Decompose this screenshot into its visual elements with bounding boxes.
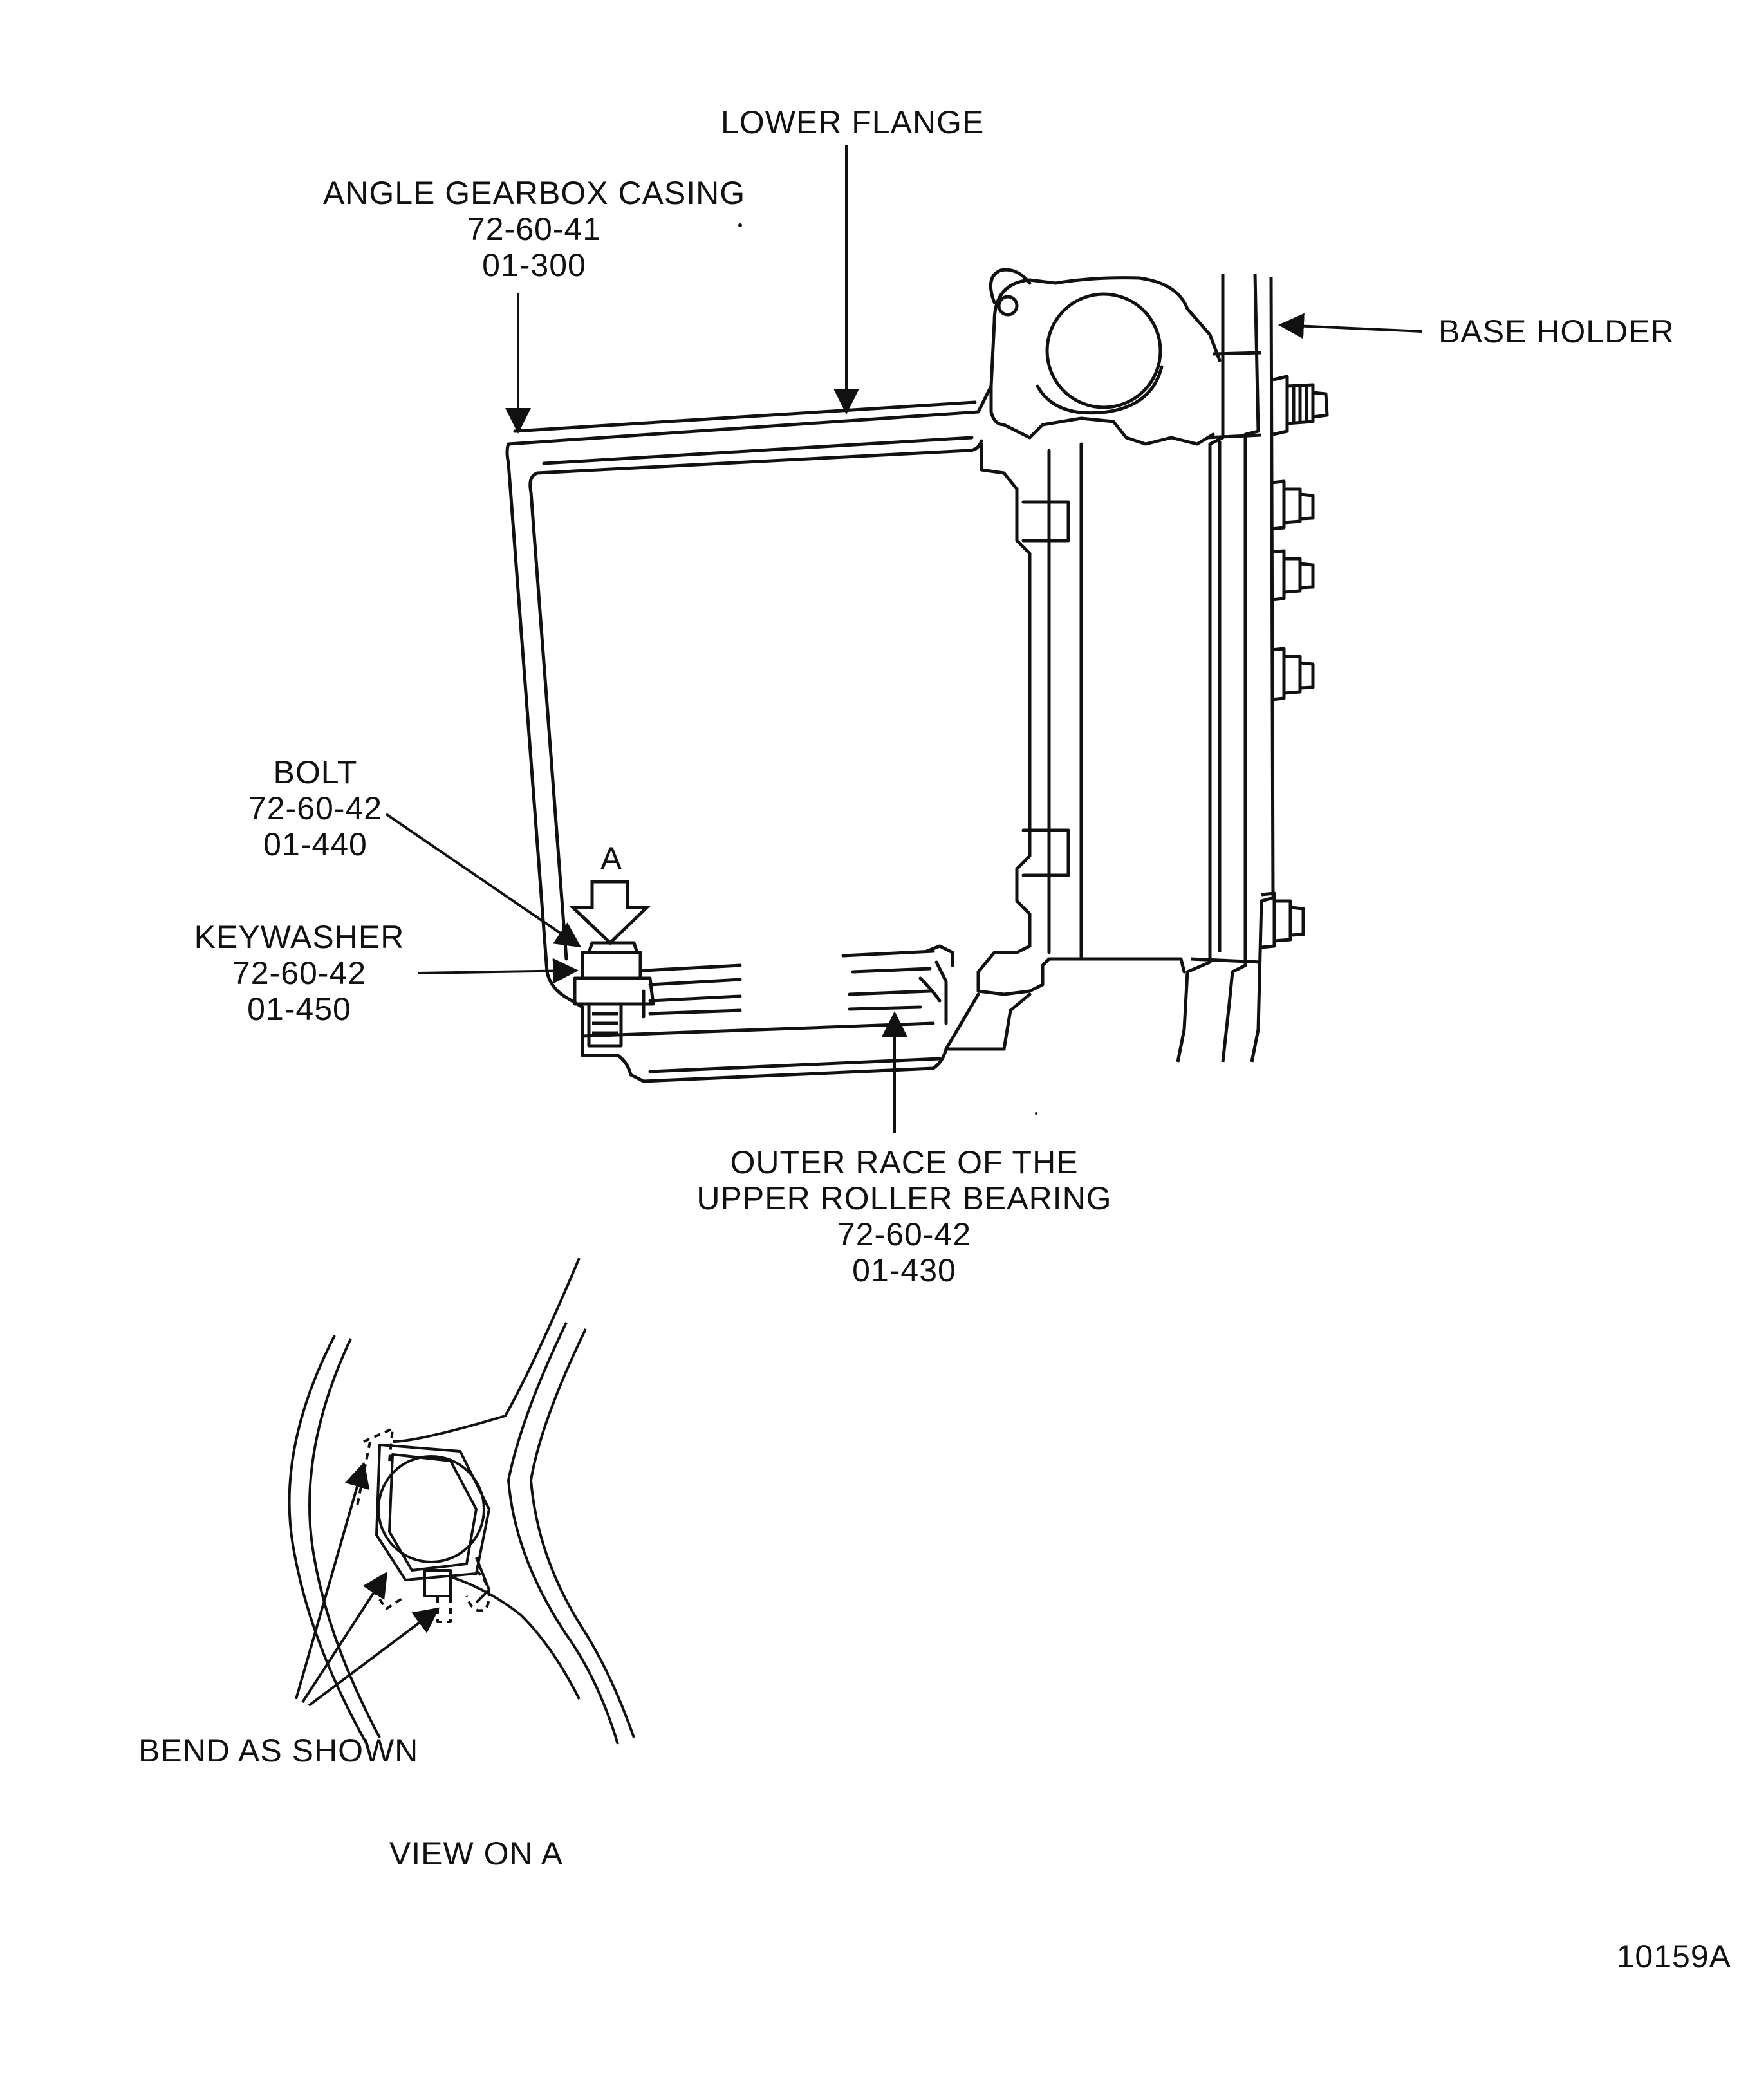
- stud-nuts: [1261, 375, 1329, 949]
- view-title-text: VIEW ON A: [389, 1835, 564, 1872]
- angle-gearbox-casing: [505, 268, 1222, 1083]
- scan-dot: [738, 223, 742, 227]
- outer-race-ref-1: 72-60-42: [837, 1216, 972, 1252]
- bend-text: BEND AS SHOWN: [138, 1733, 419, 1769]
- view-title-label: VIEW ON A: [360, 1835, 592, 1872]
- bend-label: BEND AS SHOWN: [138, 1733, 460, 1769]
- bolt-keywasher-detail: [573, 941, 655, 1048]
- figure-number-label: 10159A: [1525, 1938, 1731, 1975]
- bend-arrows: [295, 1462, 440, 1707]
- bolt-name: BOLT: [273, 754, 358, 790]
- outer-race-ref-2: 01-430: [852, 1252, 956, 1288]
- bolt-ref-1: 72-60-42: [248, 790, 383, 826]
- casing-ref-2: 01-300: [482, 247, 586, 283]
- casing-name: ANGLE GEARBOX CASING: [322, 175, 746, 211]
- bolt-label: BOLT 72-60-42 01-440: [219, 754, 412, 862]
- view-on-a-detail: [288, 1258, 635, 1745]
- base-holder: [1176, 273, 1275, 1063]
- lower-flange-text: LOWER FLANGE: [721, 104, 985, 140]
- keywasher-ref-1: 72-60-42: [232, 955, 367, 991]
- view-marker-label: A: [586, 841, 637, 877]
- keywasher-name: KEYWASHER: [194, 919, 405, 955]
- outer-race-line-2: UPPER ROLLER BEARING: [696, 1180, 1112, 1216]
- base-holder-text: BASE HOLDER: [1438, 313, 1675, 349]
- lower-flange-label: LOWER FLANGE: [721, 104, 985, 140]
- bolt-ref-2: 01-440: [263, 826, 367, 862]
- casing-ref-1: 72-60-41: [467, 211, 602, 247]
- casing-label: ANGLE GEARBOX CASING 72-60-41 01-300: [309, 175, 759, 283]
- view-a-arrow: [568, 880, 651, 945]
- outer-race-label: OUTER RACE OF THE UPPER ROLLER BEARING 7…: [663, 1144, 1146, 1288]
- scan-dot: [1035, 1112, 1037, 1115]
- leader-lines: [385, 145, 1423, 1133]
- view-marker-text: A: [600, 841, 623, 877]
- keywasher-ref-2: 01-450: [247, 991, 351, 1027]
- outer-race-line-1: OUTER RACE OF THE: [730, 1144, 1079, 1180]
- keywasher-label: KEYWASHER 72-60-42 01-450: [180, 919, 418, 1027]
- figure-number-text: 10159A: [1616, 1938, 1731, 1975]
- base-holder-label: BASE HOLDER: [1438, 313, 1696, 349]
